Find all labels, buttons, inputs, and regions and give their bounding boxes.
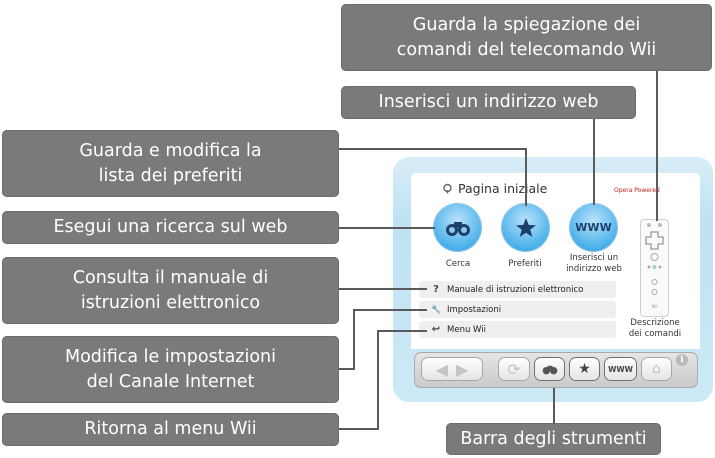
list-item-label: Menu Wii <box>447 324 486 335</box>
favorites-button[interactable] <box>502 204 549 251</box>
connector-toolbar <box>553 388 555 424</box>
connector-settings-v <box>353 309 355 369</box>
back-arrow-icon: ◀ <box>435 359 448 379</box>
callout-remote-explanation: Guarda la spiegazione dei comandi del te… <box>341 4 712 71</box>
page-title: Pagina iniziale <box>458 181 548 196</box>
info-icon[interactable]: i <box>676 354 688 366</box>
reload-button[interactable]: ⟳ <box>499 358 529 380</box>
callout-manual: Consulta il manuale di istruzioni elettr… <box>2 257 339 324</box>
list-item-settings[interactable]: 🔧 Impostazioni <box>419 301 616 318</box>
toolbar-favorites-button[interactable]: ★ <box>570 358 599 380</box>
back-forward-button[interactable]: ◀ ▶ <box>422 358 482 380</box>
callout-toolbar: Barra degli strumenti <box>446 423 661 455</box>
remote-description-label: Descrizione dei comandi <box>628 318 682 339</box>
connector-favorites-v <box>525 148 527 206</box>
enter-address-button-label: Inserisci un indirizzo web <box>566 253 622 274</box>
wii-remote-controls-button[interactable]: Wii <box>640 219 669 317</box>
star-icon <box>515 217 536 237</box>
toolbar-address-button[interactable]: WWW <box>605 358 636 380</box>
reload-icon: ⟳ <box>507 359 521 379</box>
forward-arrow-icon: ▶ <box>456 359 469 379</box>
wrench-icon: 🔧 <box>431 305 441 314</box>
binoculars-icon <box>445 221 470 236</box>
search-button[interactable] <box>434 204 481 251</box>
home-icon: ⌂ <box>652 361 661 377</box>
list-item-label: Impostazioni <box>447 304 502 315</box>
home-page-icon <box>443 183 452 194</box>
callout-wii-menu: Ritorna al menu Wii <box>2 413 339 446</box>
toolbar-search-button[interactable] <box>535 358 564 380</box>
svg-text:Wii: Wii <box>651 304 657 309</box>
callout-search: Esegui una ricerca sul web <box>2 211 339 244</box>
connector-settings-h1 <box>339 368 355 370</box>
wii-remote-icon: Wii <box>645 223 664 309</box>
www-icon: WWW <box>575 221 612 234</box>
star-icon: ★ <box>578 361 591 377</box>
binoculars-icon <box>542 365 557 374</box>
list-item-wii-menu[interactable]: ↩ Menu Wii <box>419 321 616 338</box>
www-icon: WWW <box>608 364 633 374</box>
connector-manual-h <box>339 288 427 290</box>
connector-wii-menu-v <box>377 330 379 430</box>
list-item-manual[interactable]: ? Manuale di istruzioni elettronico <box>419 281 616 298</box>
return-arrow-icon: ↩ <box>431 324 441 335</box>
callout-settings: Modifica le impostazioni del Canale Inte… <box>2 336 339 403</box>
enter-address-button[interactable]: WWW <box>570 204 617 251</box>
connector-remote <box>656 71 658 221</box>
connector-search <box>339 227 435 229</box>
question-icon: ? <box>433 284 439 295</box>
connector-wii-menu-h1 <box>339 428 379 430</box>
toolbar: ◀ ▶ ⟳ ★ WWW ⌂ <box>414 352 698 388</box>
connector-wii-menu-h2 <box>377 330 427 332</box>
connector-address <box>593 119 595 205</box>
favorites-button-label: Preferiti <box>508 259 542 269</box>
opera-powered-logo: Opera Powered <box>614 187 660 194</box>
callout-favorites: Guarda e modifica la lista dei preferiti <box>2 130 339 197</box>
callout-enter-address: Inserisci un indirizzo web <box>341 86 636 119</box>
list-item-label: Manuale di istruzioni elettronico <box>447 284 584 295</box>
connector-settings-h2 <box>353 309 427 311</box>
search-button-label: Cerca <box>445 259 471 269</box>
connector-favorites-h <box>339 148 526 150</box>
toolbar-home-button[interactable]: ⌂ <box>642 358 671 380</box>
